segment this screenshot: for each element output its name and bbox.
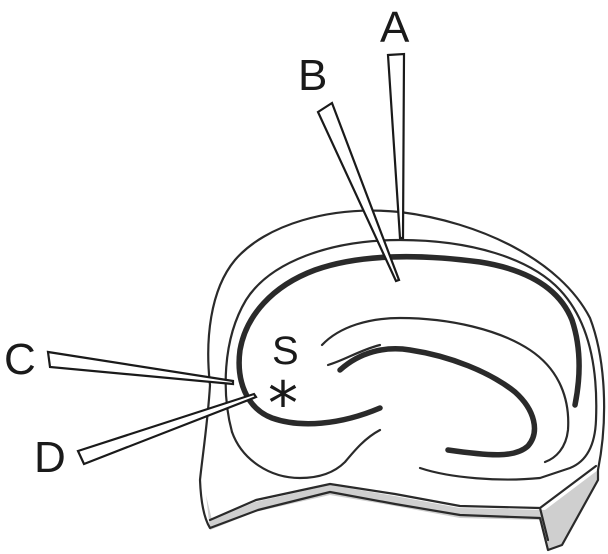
inner-contour-left-loop bbox=[232, 430, 380, 478]
electrode-c bbox=[48, 352, 233, 384]
label-a: A bbox=[380, 3, 410, 52]
stimulation-marker: * bbox=[268, 369, 298, 439]
electrode-d bbox=[78, 394, 256, 464]
electrode-b bbox=[318, 103, 399, 281]
label-b: B bbox=[298, 51, 327, 100]
label-c: C bbox=[4, 335, 36, 384]
slice-base-shadow bbox=[206, 470, 598, 550]
label-s: S bbox=[272, 329, 299, 373]
granule-cell-layer bbox=[340, 349, 534, 455]
label-d: D bbox=[34, 433, 66, 482]
